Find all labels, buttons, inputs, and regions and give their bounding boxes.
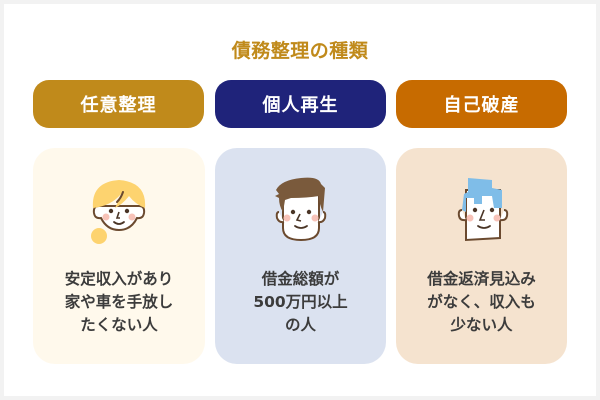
page-title: 債務整理の種類 [231, 40, 369, 62]
card-bankruptcy: 借金返済見込み がなく、収入も 少ない人 [396, 148, 567, 364]
card-description: 安定収入があり 家や車を手放し たくない人 [33, 268, 205, 337]
desc-line: 借金総額が [261, 270, 340, 288]
card-rehabilitation: 借金総額が 500万円以上 の人 [215, 148, 386, 364]
desc-line: 家や車を手放し [64, 293, 174, 311]
desc-line: 安定収入があり [64, 270, 174, 288]
category-pill-bankruptcy: 自己破産 [396, 80, 567, 128]
card-description: 借金総額が 500万円以上 の人 [215, 268, 386, 337]
desc-line: 少ない人 [450, 316, 513, 334]
man-blue-hair-face-icon [457, 178, 508, 242]
card-voluntary: 安定収入があり 家や車を手放し たくない人 [33, 148, 205, 364]
category-pill-voluntary: 任意整理 [33, 80, 204, 128]
man-brown-hair-face-icon [274, 177, 326, 242]
pill-label: 任意整理 [80, 95, 157, 116]
woman-face-icon [91, 180, 146, 244]
desc-line: がなく、収入も [427, 293, 536, 311]
desc-line: たくない人 [80, 316, 158, 334]
desc-line: 500万円以上 [253, 293, 348, 311]
desc-line: 借金返済見込み [427, 270, 536, 288]
pill-label: 自己破産 [443, 95, 520, 116]
category-pill-rehabilitation: 個人再生 [215, 80, 386, 128]
card-description: 借金返済見込み がなく、収入も 少ない人 [396, 268, 567, 337]
desc-line: の人 [284, 316, 316, 334]
pill-label: 個人再生 [262, 95, 339, 116]
